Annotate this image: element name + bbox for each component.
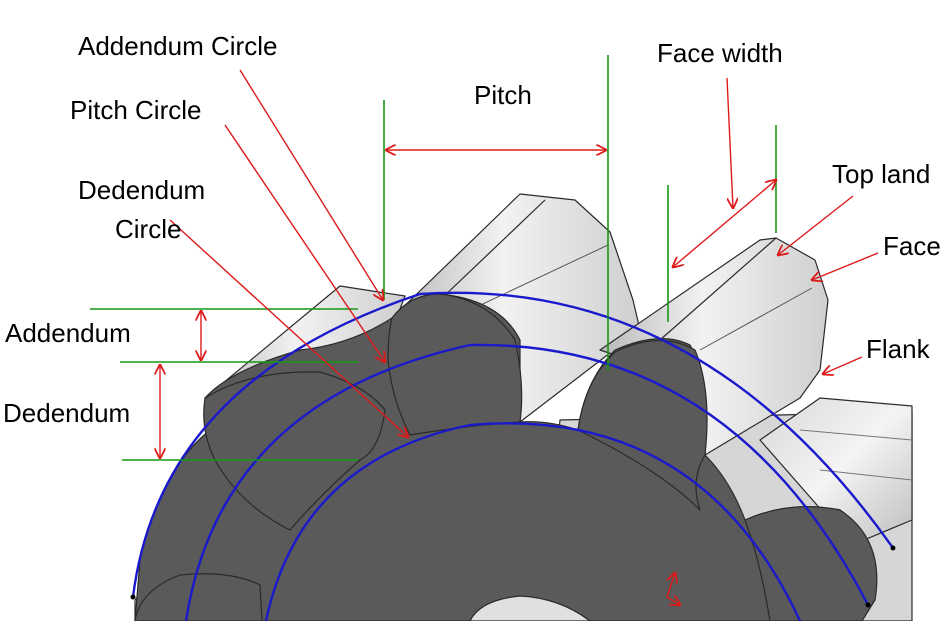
gear-body: [134, 193, 913, 622]
label-dedendum-circle-line2: Circle: [115, 214, 181, 244]
axis-indicator-x: [666, 597, 680, 605]
reference-circles: [131, 291, 894, 622]
label-pitch: Pitch: [474, 80, 532, 110]
leader-lines: [160, 69, 879, 605]
label-top-land: Top land: [832, 159, 930, 189]
tooth-face-center: [387, 293, 523, 436]
label-face: Face: [883, 231, 941, 261]
top-land-leader: [778, 195, 854, 255]
axis-indicator-y: [666, 573, 675, 598]
pitch-circle-arc: [184, 343, 870, 622]
circle-endpoints: [130, 545, 896, 608]
label-addendum: Addendum: [5, 318, 131, 348]
label-face-width: Face width: [657, 38, 783, 68]
flank-leader: [823, 356, 863, 374]
face-width-leader: [726, 77, 733, 208]
addendum-circle-leader: [239, 69, 383, 300]
label-dedendum-circle-line1: Dedendum: [78, 175, 205, 205]
tooth-face-left-lower: [134, 573, 263, 622]
dimension-lines: [90, 55, 777, 461]
face-leader: [812, 252, 879, 280]
label-flank: Flank: [866, 334, 931, 364]
face-width-dimension-arrow: [673, 180, 776, 267]
gear-bore: [469, 595, 591, 622]
addendum-circle-arc: [131, 291, 894, 598]
tooth-face-right-lower: [744, 506, 878, 622]
pitch-circle-leader: [224, 124, 385, 362]
dedendum-circle-arc: [264, 422, 802, 622]
labels: Addendum Circle Pitch Circle Dedendum Ci…: [3, 31, 941, 428]
dedendum-circle-leader: [169, 219, 408, 437]
label-pitch-circle: Pitch Circle: [70, 95, 201, 125]
label-addendum-circle: Addendum Circle: [78, 31, 277, 61]
label-dedendum: Dedendum: [3, 398, 130, 428]
